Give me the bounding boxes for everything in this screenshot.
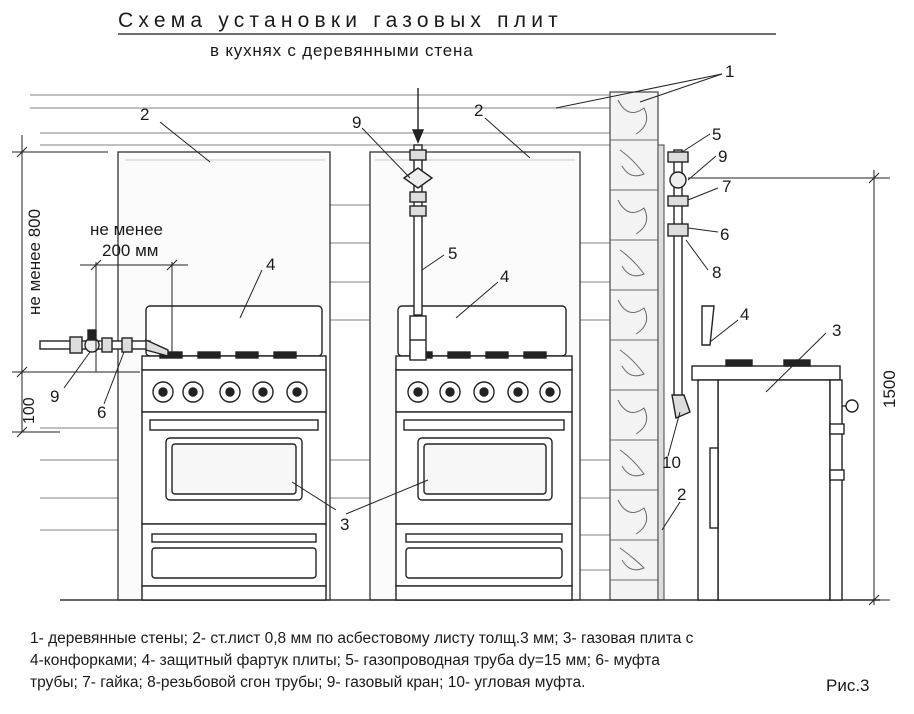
- gas-stove-side: [691, 305, 859, 601]
- callout-4-left: 4: [266, 255, 275, 274]
- gas-stove-middle: [395, 305, 573, 601]
- leader-lines: [63, 73, 827, 531]
- callout-10: 10: [662, 453, 681, 472]
- callout-5-right: 5: [712, 125, 721, 144]
- callout-5-middle: 5: [448, 244, 457, 263]
- gas-pipe-right: [667, 149, 691, 419]
- gas-pipe-middle: [402, 88, 434, 361]
- diagram-subtitle: в кухнях с деревянными стена: [210, 41, 473, 60]
- callout-2-right: 2: [677, 485, 686, 504]
- gas-stove-left: [141, 305, 327, 601]
- wall-planks: [30, 94, 610, 571]
- wall-column: [609, 91, 665, 601]
- callout-8: 8: [712, 263, 721, 282]
- callout-3-side: 3: [832, 321, 841, 340]
- diagram-title: Схема установки газовых плит: [118, 9, 563, 32]
- dimension-100: 100: [21, 397, 38, 424]
- callout-9-left: 9: [50, 387, 59, 406]
- legend-line-2: 4-конфорками; 4- защитный фартук плиты; …: [30, 652, 660, 669]
- dimension-1500: 1500: [880, 370, 899, 408]
- callout-6-right: 6: [720, 225, 729, 244]
- callout-3-front: 3: [340, 515, 349, 534]
- callout-2-middle: 2: [474, 101, 483, 120]
- legend-line-1: 1- деревянные стены; 2- ст.лист 0,8 мм п…: [30, 630, 694, 647]
- callout-1: 1: [725, 62, 734, 81]
- callout-9-middle: 9: [352, 113, 361, 132]
- dimension-min-200-line2: 200 мм: [102, 241, 158, 260]
- callout-4-side: 4: [740, 305, 749, 324]
- figure-label: Рис.3: [826, 676, 870, 695]
- legend: 1- деревянные стены; 2- ст.лист 0,8 мм п…: [30, 628, 890, 694]
- callout-9-right: 9: [718, 147, 727, 166]
- callout-4-middle: 4: [500, 267, 509, 286]
- dimension-lines: [12, 135, 890, 606]
- dimension-min-200-line1: не менее: [90, 220, 163, 239]
- callout-6-left: 6: [97, 403, 106, 422]
- dimension-min-800: не менее 800: [25, 209, 44, 315]
- callout-7: 7: [722, 177, 731, 196]
- callout-2-left: 2: [140, 105, 149, 124]
- legend-line-3: трубы; 7- гайка; 8-резьбовой сгон трубы;…: [30, 674, 586, 691]
